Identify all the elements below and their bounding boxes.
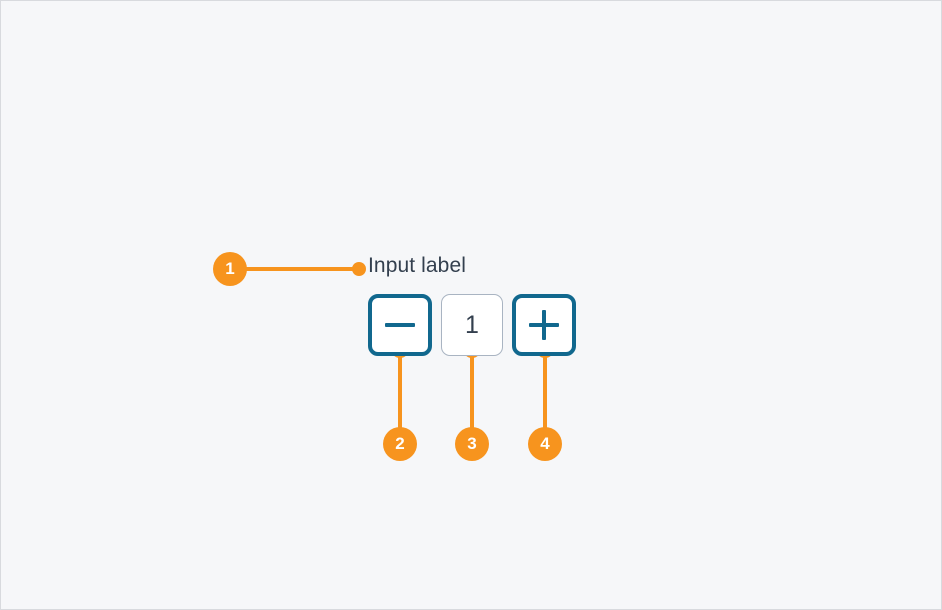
value-input[interactable]: 1 — [441, 294, 503, 356]
callout-badge-2: 2 — [383, 427, 417, 461]
minus-icon — [385, 310, 415, 340]
callout-badge-1: 1 — [213, 252, 247, 286]
input-label: Input label — [368, 254, 467, 277]
anchor-dot-1 — [352, 262, 366, 276]
increment-button[interactable] — [512, 294, 576, 356]
number-input-component: Input label 1 — [368, 253, 576, 356]
plus-icon — [529, 310, 559, 340]
callout-badge-3: 3 — [455, 427, 489, 461]
stepper-control: 1 — [368, 294, 576, 356]
decrement-button[interactable] — [368, 294, 432, 356]
callout-badge-4: 4 — [528, 427, 562, 461]
